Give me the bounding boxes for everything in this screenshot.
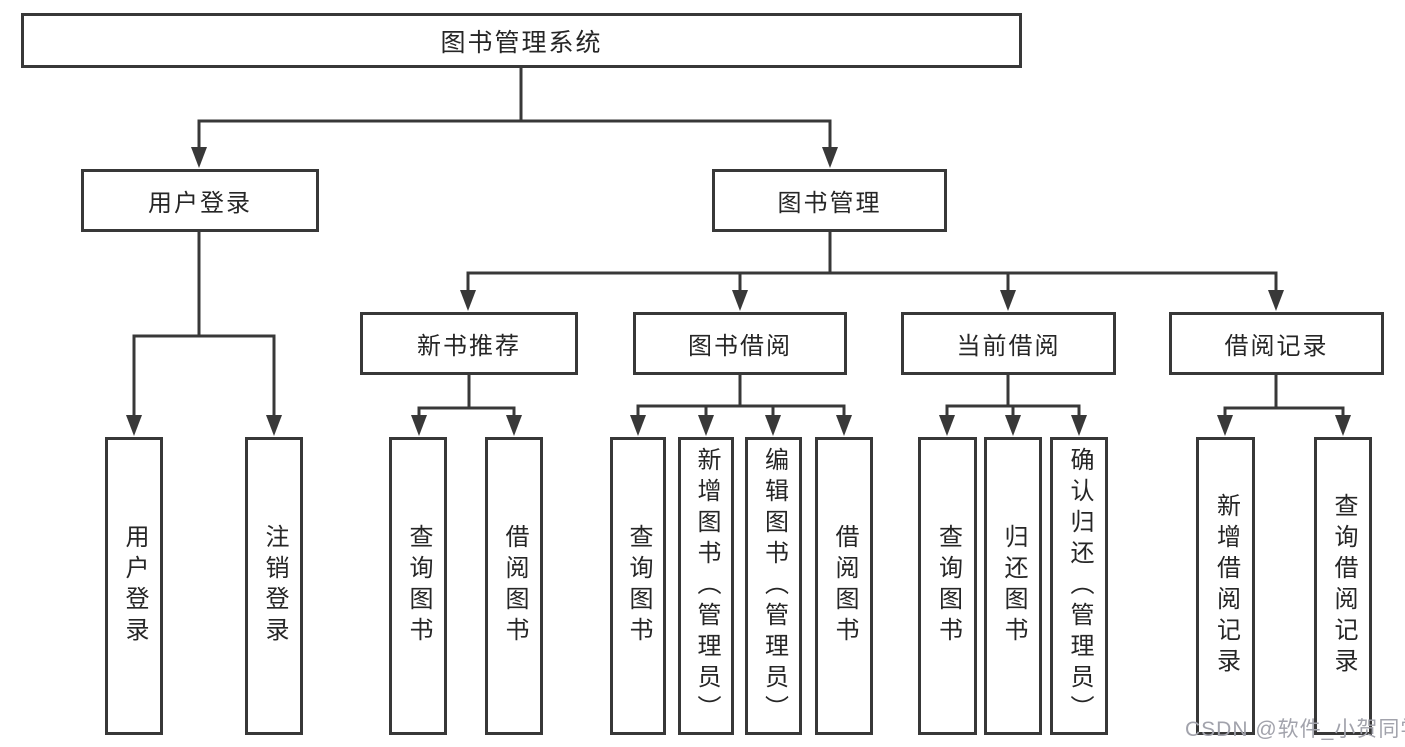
leaf-current-query-books-label: 查询图书 <box>934 524 962 648</box>
arrowhead-icon <box>126 415 142 436</box>
leaf-current-query-books: 查询图书 <box>918 437 977 735</box>
arrowhead-icon <box>765 415 781 436</box>
arrowhead-icon <box>1000 290 1016 311</box>
leaf-confirm-return-admin-label: 确认归还（管理员） <box>1066 446 1093 726</box>
leaf-borrowing-query-books-label: 查询图书 <box>625 524 652 648</box>
arrowhead-icon <box>836 415 852 436</box>
arrowhead-icon <box>411 415 427 436</box>
leaf-query-borrow-record: 查询借阅记录 <box>1314 437 1372 735</box>
arrowhead-icon <box>1071 415 1087 436</box>
node-root-system: 图书管理系统 <box>21 13 1022 68</box>
arrowhead-icon <box>822 147 838 168</box>
leaf-recommend-query-books-label: 查询图书 <box>405 524 432 648</box>
arrowhead-icon <box>1335 415 1351 436</box>
leaf-borrow-book: 借阅图书 <box>815 437 873 735</box>
leaf-logout-label: 注销登录 <box>261 524 288 648</box>
node-current-borrowing: 当前借阅 <box>901 312 1116 375</box>
arrowhead-icon <box>1268 290 1284 311</box>
csdn-watermark: CSDN @软件_小贺同学 <box>1185 718 1405 741</box>
arrowhead-icon <box>1005 415 1021 436</box>
arrowhead-icon <box>506 415 522 436</box>
node-book-borrowing: 图书借阅 <box>633 312 847 375</box>
leaf-recommend-query-books: 查询图书 <box>389 437 447 735</box>
arrowhead-icon <box>939 415 955 436</box>
arrowhead-icon <box>1217 415 1233 436</box>
leaf-borrow-book-label: 借阅图书 <box>831 524 858 648</box>
arrowhead-icon <box>266 415 282 436</box>
leaf-user-login-label: 用户登录 <box>121 524 148 648</box>
leaf-add-book-admin-label: 新增图书（管理员） <box>693 446 720 726</box>
leaf-return-book-label: 归还图书 <box>1000 524 1027 648</box>
leaf-confirm-return-admin: 确认归还（管理员） <box>1050 437 1108 735</box>
leaf-return-book: 归还图书 <box>984 437 1042 735</box>
arrowhead-icon <box>630 415 646 436</box>
node-book-management-branch: 图书管理 <box>712 169 947 232</box>
node-borrowing-records: 借阅记录 <box>1169 312 1384 375</box>
leaf-add-book-admin: 新增图书（管理员） <box>678 437 734 735</box>
leaf-edit-book-admin-label: 编辑图书（管理员） <box>760 446 788 726</box>
arrowhead-icon <box>460 290 476 311</box>
node-user-login-branch: 用户登录 <box>81 169 319 232</box>
leaf-recommend-borrow-books: 借阅图书 <box>485 437 543 735</box>
leaf-user-login: 用户登录 <box>105 437 163 735</box>
leaf-borrowing-query-books: 查询图书 <box>610 437 666 735</box>
arrowhead-icon <box>191 147 207 168</box>
leaf-add-borrow-record: 新增借阅记录 <box>1196 437 1255 735</box>
node-new-book-recommend: 新书推荐 <box>360 312 578 375</box>
arrowhead-icon <box>732 290 748 311</box>
leaf-add-borrow-record-label: 新增借阅记录 <box>1212 493 1240 679</box>
leaf-recommend-borrow-books-label: 借阅图书 <box>501 524 528 648</box>
leaf-logout: 注销登录 <box>245 437 303 735</box>
leaf-query-borrow-record-label: 查询借阅记录 <box>1330 493 1357 679</box>
arrowhead-icon <box>698 415 714 436</box>
leaf-edit-book-admin: 编辑图书（管理员） <box>745 437 802 735</box>
